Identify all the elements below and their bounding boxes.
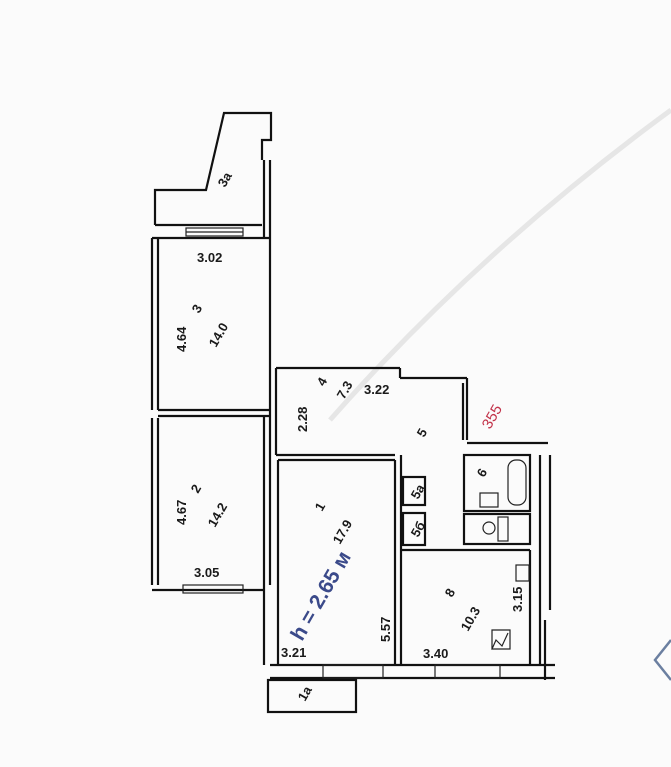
room-4-length: 2.28 [295, 407, 310, 432]
room-4-number: 4 [314, 374, 331, 388]
room-2-width: 3.05 [194, 565, 219, 580]
room-3-length: 4.64 [174, 326, 189, 352]
paper-crease [328, 107, 671, 422]
closet-5b-label: 5б [408, 519, 429, 540]
walls [150, 160, 555, 714]
room-2-area: 14.2 [205, 500, 231, 529]
room-1-length: 5.57 [378, 617, 393, 642]
balcony-1a-label: 1а [295, 683, 316, 704]
room-4-width: 3.22 [364, 382, 389, 397]
balcony-3a [153, 111, 273, 237]
room-1-number: 1 [312, 500, 329, 514]
stamp-number: 355 [479, 402, 506, 432]
balcony-3a-label: 3а [215, 169, 236, 190]
room-8-width: 3.40 [423, 646, 448, 661]
room-2-length: 4.67 [174, 500, 189, 525]
room-1-area: 17.9 [330, 517, 356, 546]
room-3-area: 14.0 [206, 320, 232, 349]
diamond-icon [653, 639, 671, 681]
ceiling-height-label: h = 2.65 м [286, 547, 355, 644]
room-8-length: 3.15 [510, 587, 525, 612]
room-3-number: 3 [189, 302, 206, 316]
room-1-width: 3.21 [281, 645, 306, 660]
room-8-area: 10.3 [458, 604, 484, 633]
room-8-number: 8 [442, 586, 459, 600]
room-2-number: 2 [188, 482, 205, 496]
room-5-number: 5 [414, 426, 431, 440]
room-3-width: 3.02 [197, 250, 222, 265]
room-6-number: 6 [474, 466, 491, 480]
